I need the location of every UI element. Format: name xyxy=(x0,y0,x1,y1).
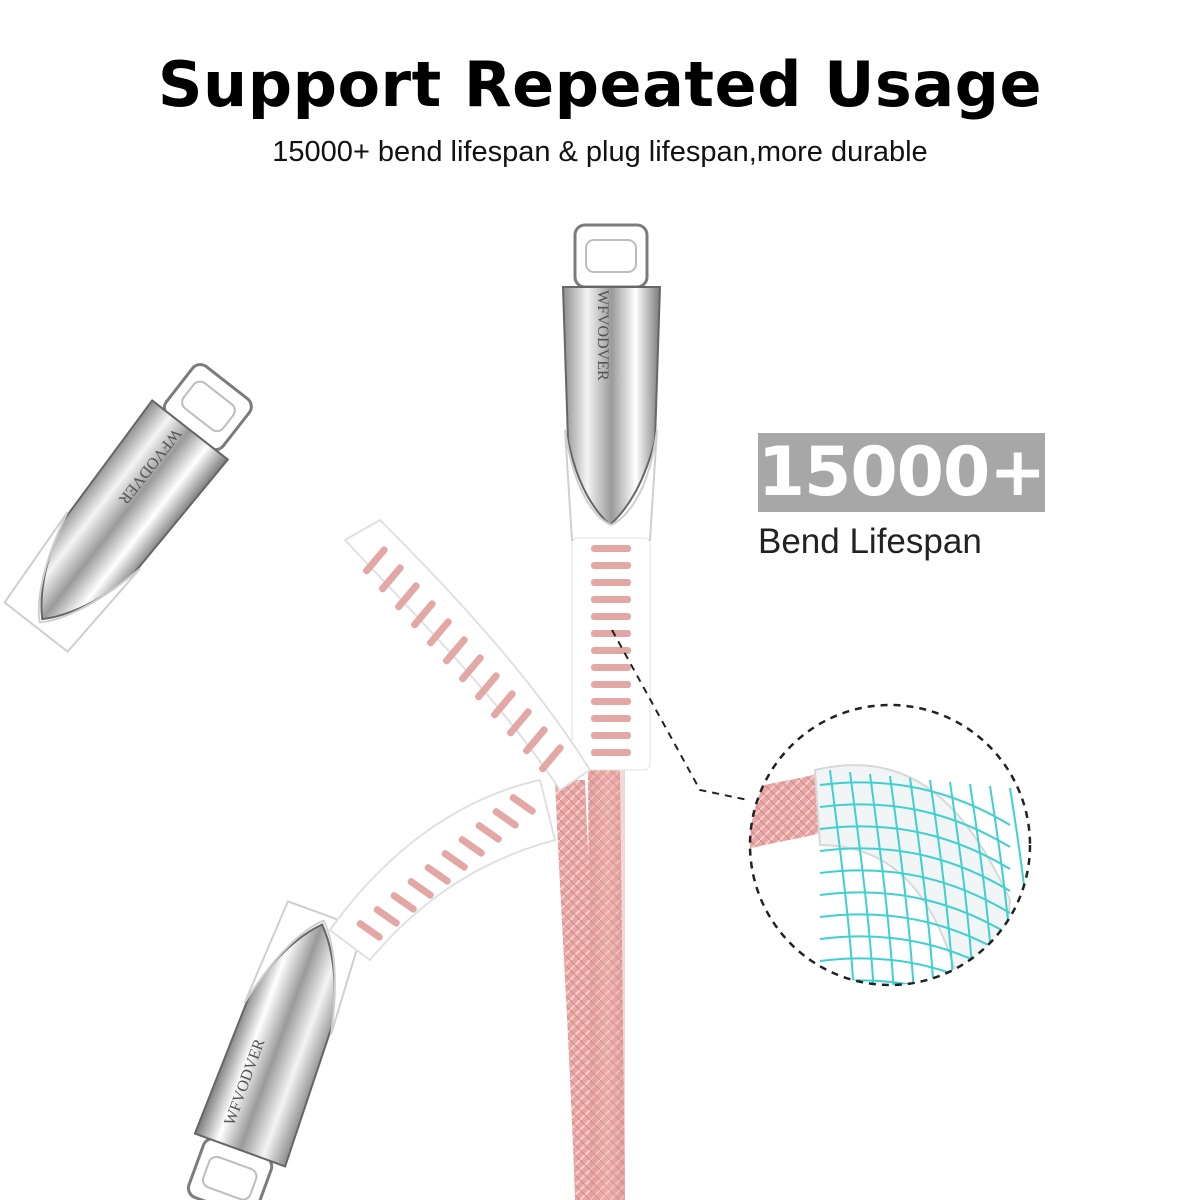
headline: Support Repeated Usage xyxy=(157,48,1043,121)
strain-relief-slot xyxy=(492,808,519,829)
strain-relief-slot xyxy=(356,920,383,941)
strain-relief-slot xyxy=(441,850,468,871)
strain-relief-slot xyxy=(458,836,485,857)
strain-relief-slot xyxy=(407,878,434,899)
strain-relief-slot xyxy=(443,636,468,665)
left-lower-connector: WFVODVER xyxy=(186,900,365,1200)
callout-leader xyxy=(611,629,749,801)
brand-logo: WFVODVER xyxy=(594,290,611,381)
strain-relief-slot xyxy=(591,664,631,671)
strain-relief-slot xyxy=(507,708,532,737)
zoom-detail xyxy=(748,703,1032,987)
strain-relief-slot xyxy=(591,698,631,705)
lifespan-caption: Bend Lifespan xyxy=(758,522,982,561)
strain-relief-slot xyxy=(379,564,404,593)
subheadline: 15000+ bend lifespan & plug lifespan,mor… xyxy=(272,136,928,168)
strain-relief-slot xyxy=(591,613,631,620)
strain-relief-slot xyxy=(427,618,452,647)
strain-relief-slot xyxy=(411,600,436,629)
strain-relief-slot xyxy=(591,579,631,586)
strain-relief-slot xyxy=(475,822,502,843)
strain-relief-slot xyxy=(591,562,631,569)
strain-relief-slot xyxy=(475,672,500,701)
strain-relief-slot xyxy=(373,906,400,927)
strain-relief-slot xyxy=(591,596,631,603)
strain-relief-slot xyxy=(509,794,536,815)
zoom-circle-outline xyxy=(748,703,1032,987)
vertical-connector: WFVODVER xyxy=(561,223,662,771)
strain-relief-slot xyxy=(459,654,484,683)
strain-relief-left-upper xyxy=(343,518,592,792)
lifespan-badge: 15000+ xyxy=(757,433,1046,512)
strain-relief-slot xyxy=(523,726,548,755)
strain-relief-slot xyxy=(591,545,631,552)
strain-relief-slot xyxy=(424,864,451,885)
strain-relief-slot xyxy=(395,582,420,611)
strain-relief-slot xyxy=(363,546,388,575)
strain-relief-slot xyxy=(390,892,417,913)
strain-relief-slot xyxy=(591,647,631,654)
left-upper-connector: WFVODVER xyxy=(3,363,253,654)
strain-relief-slot xyxy=(491,690,516,719)
strain-relief-slot xyxy=(591,749,631,756)
strain-relief-slot xyxy=(591,681,631,688)
strain-relief-slot xyxy=(591,715,631,722)
strain-relief-slot xyxy=(539,744,564,773)
strain-relief-slot xyxy=(591,732,631,739)
strain-relief-slot xyxy=(591,630,631,637)
